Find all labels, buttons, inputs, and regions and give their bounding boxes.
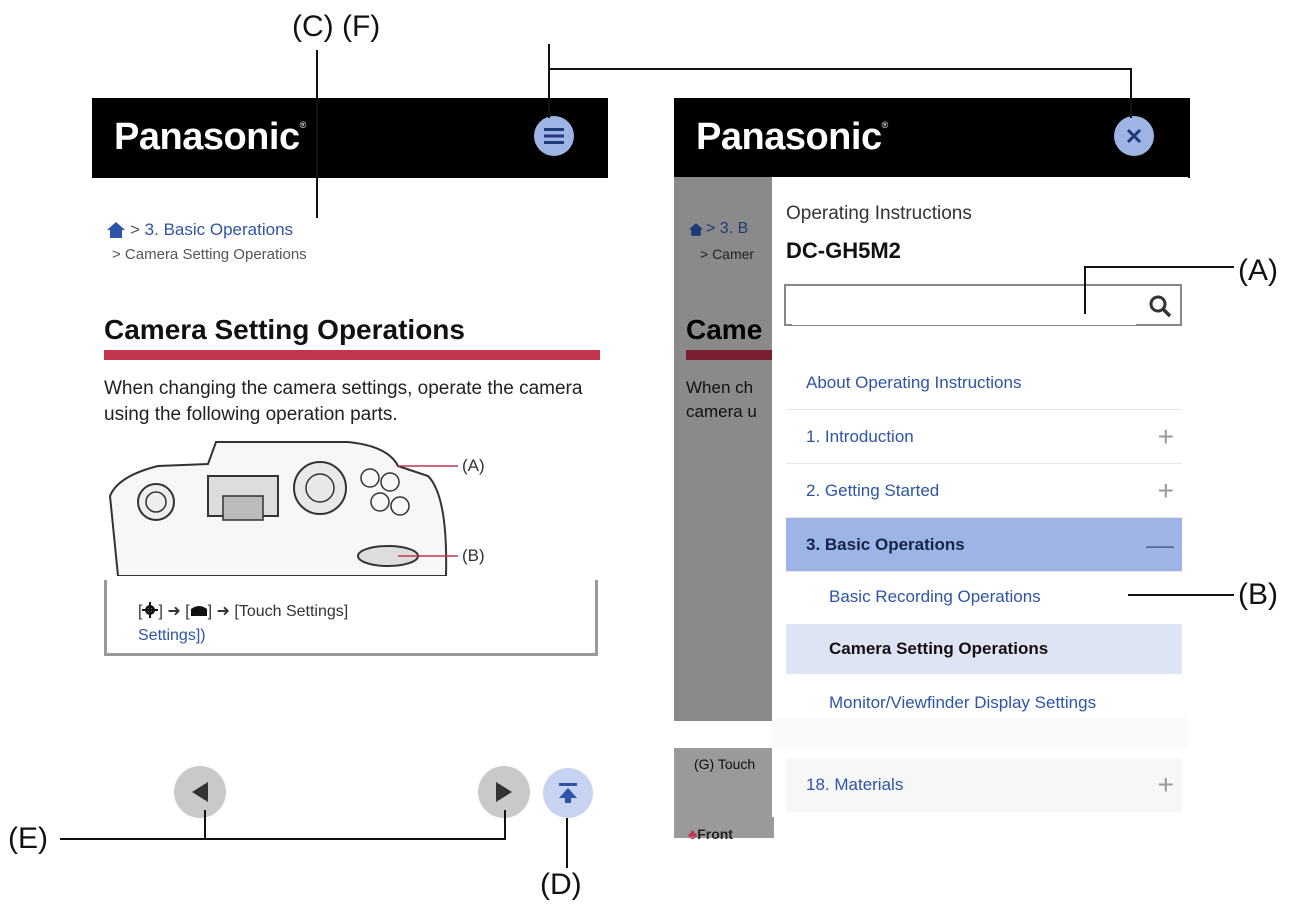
leader-line-menu	[548, 44, 550, 118]
dimmed-page-overlay	[674, 177, 774, 721]
leader-line-d	[566, 818, 568, 868]
gear-icon	[142, 602, 159, 618]
hamburger-menu-icon	[544, 128, 564, 144]
intro-text: When changing the camera settings, opera…	[104, 378, 583, 425]
note-box	[104, 580, 598, 656]
leader-line-e	[60, 838, 506, 840]
callout-c-f: (C) (F)	[292, 10, 381, 43]
menu-item-getting-started[interactable]: 2. Getting Started +	[786, 464, 1182, 518]
menu-model-name: DC-GH5M2	[786, 238, 901, 263]
leader-line-a-drop	[1084, 266, 1086, 314]
leader-line-b	[1128, 594, 1234, 596]
panasonic-logo-2: Panasonic®	[696, 116, 888, 158]
breadcrumb-link[interactable]: > 3. Basic Operations	[130, 220, 294, 239]
menu-item-basic-operations[interactable]: 3. Basic Operations —	[786, 518, 1182, 572]
underlay-breadcrumb: > 3. B	[706, 220, 749, 237]
camera-label-a: (A)	[462, 456, 485, 475]
menu-subtitle: Operating Instructions	[786, 203, 972, 224]
navigation-menu-panel	[772, 177, 1188, 817]
menu-item-materials[interactable]: 18. Materials +	[786, 758, 1182, 812]
next-page-button[interactable]	[478, 766, 530, 818]
leader-line-bracket-top	[548, 68, 1132, 70]
next-arrow-icon	[496, 782, 512, 802]
camera-illustration	[108, 441, 458, 576]
search-icon[interactable]	[1148, 294, 1172, 318]
submenu-item-basic-recording[interactable]: Basic Recording Operations	[829, 587, 1041, 606]
search-field[interactable]	[784, 284, 1182, 326]
underlay-bottom-2: ♣Front	[688, 826, 733, 842]
underlay-title: Came	[686, 314, 763, 345]
panasonic-logo: Panasonic®	[114, 116, 306, 158]
search-input[interactable]	[792, 287, 1136, 325]
underlay-text-2: camera u	[686, 402, 757, 421]
underlay-breadcrumb-2: > Camer	[700, 246, 755, 262]
prev-arrow-icon	[192, 782, 208, 802]
page-title: Camera Setting Operations	[104, 314, 465, 345]
left-header-bar: Panasonic®	[92, 98, 608, 178]
underlay-redline	[686, 350, 774, 360]
underlay-text-1: When ch	[686, 378, 754, 397]
expand-icon[interactable]: +	[1157, 420, 1174, 452]
close-icon	[1126, 128, 1142, 144]
note-link[interactable]: Settings])	[138, 627, 206, 644]
callout-a: (A)	[1238, 254, 1278, 287]
home-icon[interactable]	[106, 221, 126, 239]
submenu-item-monitor-viewfinder[interactable]: Monitor/Viewfinder Display Settings	[829, 693, 1097, 712]
expand-icon[interactable]: +	[1157, 474, 1174, 506]
note-text: [] ➜ [] ➜ [Touch Settings] Settings])	[138, 602, 349, 644]
right-header-bar: Panasonic®	[674, 98, 1190, 178]
menu-omitted-gap	[772, 718, 1188, 748]
hamburger-menu-button[interactable]	[534, 116, 574, 156]
leader-line-a	[1084, 266, 1234, 268]
close-menu-button[interactable]	[1114, 116, 1154, 156]
leader-line-c-f	[316, 50, 318, 218]
title-underline	[104, 350, 600, 360]
callout-d: (D)	[540, 868, 582, 901]
callout-e: (E)	[8, 822, 48, 855]
camera-icon	[190, 606, 207, 616]
prev-page-button[interactable]	[174, 766, 226, 818]
camera-label-b: (B)	[462, 546, 485, 565]
submenu-item-camera-setting[interactable]: Camera Setting Operations	[786, 624, 1182, 674]
callout-b: (B)	[1238, 578, 1278, 611]
breadcrumb-current: > Camera Setting Operations	[112, 246, 307, 263]
menu-item-introduction[interactable]: 1. Introduction +	[786, 410, 1182, 464]
dimmed-page-overlay-bottom	[674, 748, 774, 838]
back-to-top-button[interactable]	[543, 768, 593, 818]
menu-item-about[interactable]: About Operating Instructions	[786, 356, 1182, 410]
back-to-top-icon	[559, 783, 577, 803]
expand-icon[interactable]: +	[1157, 769, 1174, 800]
leader-line-e-next	[504, 810, 506, 840]
collapse-icon[interactable]: —	[1146, 528, 1174, 560]
home-icon-dimmed	[688, 223, 704, 236]
underlay-bottom-1: (G) Touch	[694, 756, 756, 772]
leader-line-close	[1130, 68, 1132, 118]
leader-line-e-prev	[204, 810, 206, 840]
